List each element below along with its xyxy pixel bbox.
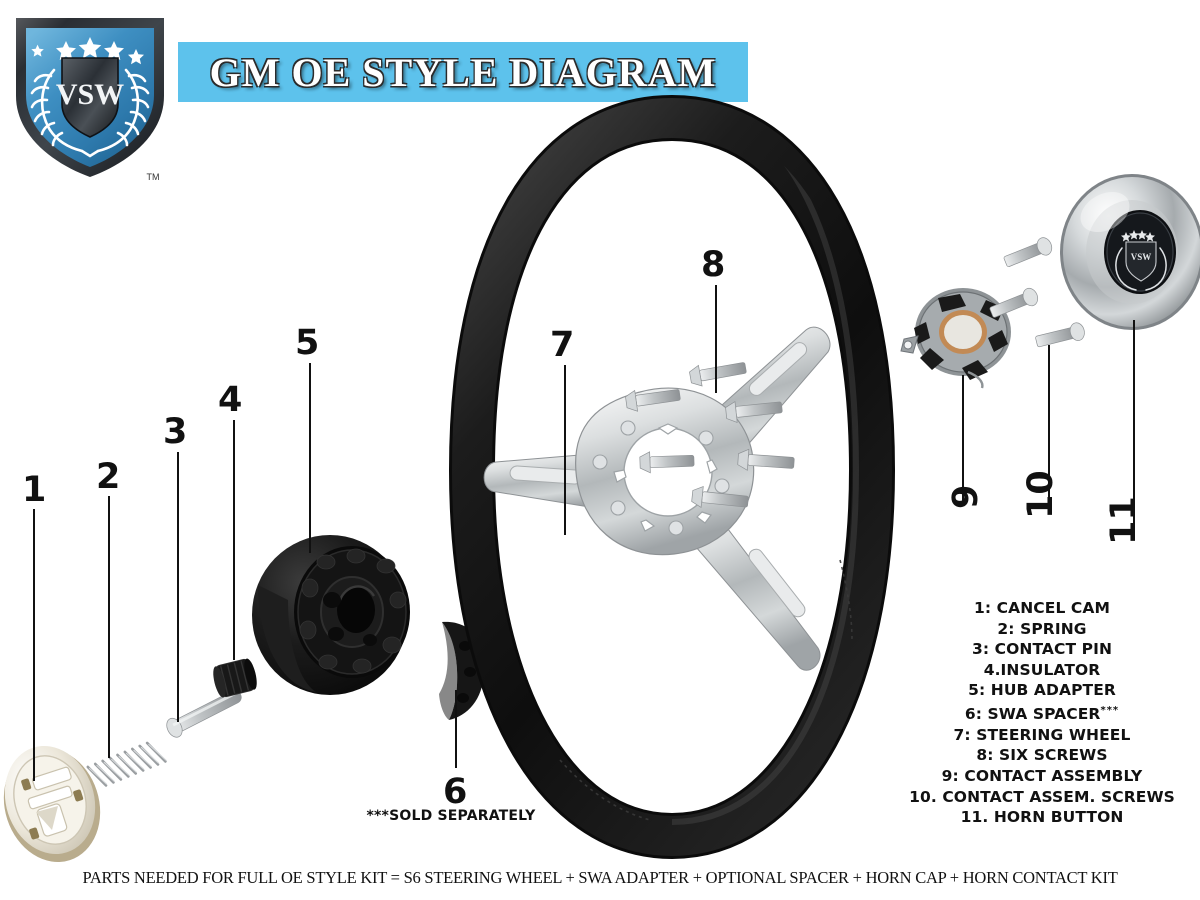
legend-item: 7: STEERING WHEEL xyxy=(953,725,1131,744)
sold-separately-note: ***SOLD SEPARATELY xyxy=(366,808,536,824)
legend-item: 8: SIX SCREWS xyxy=(976,746,1108,765)
leader-line-2 xyxy=(108,496,111,758)
horn-button-stars xyxy=(1121,230,1155,242)
horn-button-monogram: VSW xyxy=(1131,252,1152,262)
callout-number-10: 10 xyxy=(1021,470,1061,519)
callout-number-2: 2 xyxy=(96,457,121,497)
logo-laurel-right xyxy=(96,68,150,153)
logo-laurel-tie xyxy=(80,149,100,158)
legend-item: 11. HORN BUTTON xyxy=(960,808,1124,827)
callout-number-6: 6 xyxy=(443,772,468,812)
logo-trademark: TM xyxy=(147,172,160,182)
leader-line-5 xyxy=(309,363,312,553)
part-insulator xyxy=(213,658,257,698)
leader-line-9 xyxy=(962,375,965,503)
leader-line-1 xyxy=(33,509,36,781)
leader-line-8 xyxy=(715,285,718,393)
horn-button-shield xyxy=(1125,241,1157,282)
legend-item: 9: CONTACT ASSEMBLY xyxy=(941,766,1143,785)
kit-requirements-footer: PARTS NEEDED FOR FULL OE STYLE KIT = S6 … xyxy=(82,868,1118,887)
part-steering-wheel xyxy=(448,94,896,860)
callout-number-11: 11 xyxy=(1104,496,1144,545)
legend-item-footnote-marker: *** xyxy=(1100,704,1120,716)
callout-number-3: 3 xyxy=(163,412,188,452)
part-spring xyxy=(86,741,167,787)
part-contact-pin xyxy=(166,690,242,738)
callout-number-4: 4 xyxy=(218,380,243,420)
leader-line-3 xyxy=(177,452,180,722)
part-cancel-cam xyxy=(3,745,101,863)
logo-stars xyxy=(31,37,144,65)
logo-inner-shield xyxy=(61,57,119,138)
leader-line-11 xyxy=(1133,320,1136,525)
logo-monogram: VSW xyxy=(56,78,124,111)
part-contact-assembly xyxy=(900,288,1011,389)
part-hub-adapter xyxy=(252,535,410,695)
callout-number-5: 5 xyxy=(295,323,320,363)
legend-item: 10. CONTACT ASSEM. SCREWS xyxy=(909,787,1175,806)
part-horn-button: VSW xyxy=(1060,174,1200,330)
callout-number-9: 9 xyxy=(946,484,986,509)
leader-line-6 xyxy=(455,690,458,768)
logo-laurel-left xyxy=(30,68,84,153)
legend-item: 4.INSULATOR xyxy=(983,660,1101,679)
part-contact-screws xyxy=(989,237,1085,348)
title-banner: GM OE STYLE DIAGRAM xyxy=(178,42,748,102)
part-six-screws xyxy=(625,362,795,509)
legend-item: 6: SWA SPACER*** xyxy=(964,704,1120,724)
callout-number-8: 8 xyxy=(701,245,726,285)
legend-item: 2: SPRING xyxy=(997,619,1087,638)
page-title: GM OE STYLE DIAGRAM xyxy=(209,49,717,95)
leader-line-7 xyxy=(564,365,567,535)
legend-item: 3: CONTACT PIN xyxy=(971,640,1113,659)
leader-line-4 xyxy=(233,420,236,660)
leader-line-10 xyxy=(1048,345,1051,500)
part-swa-spacer xyxy=(439,621,485,720)
callout-number-7: 7 xyxy=(550,325,575,365)
legend-item: 1: CANCEL CAM xyxy=(973,599,1111,617)
vsw-logo: VSW TM xyxy=(4,4,176,182)
legend-item: 5: HUB ADAPTER xyxy=(968,681,1116,700)
callout-number-1: 1 xyxy=(22,470,47,510)
